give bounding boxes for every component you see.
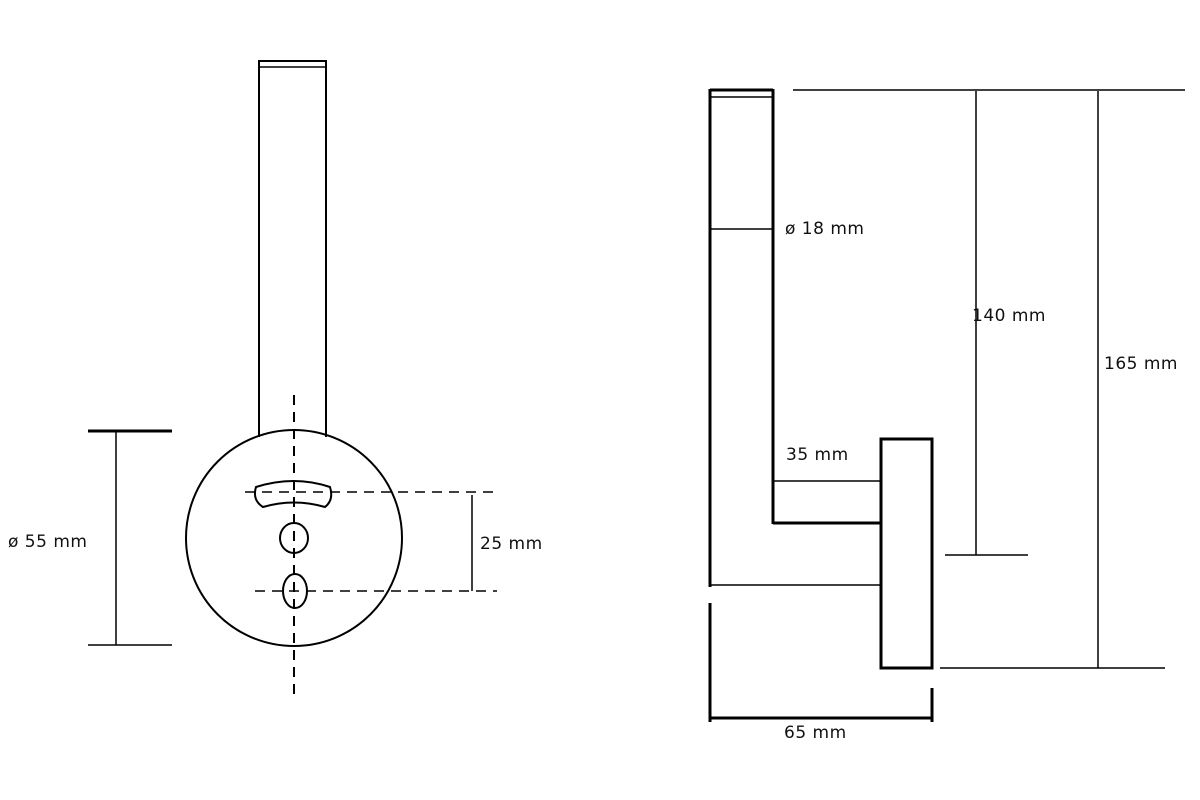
- arm-height-label: 140 mm: [972, 306, 1046, 326]
- rod-side: [708, 88, 881, 587]
- rod-front: [258, 60, 327, 437]
- height-dimensions: [793, 89, 1185, 669]
- depth-dimension: [708, 603, 934, 722]
- mounting-slot: [253, 480, 333, 509]
- hole-spacing-label: 25 mm: [480, 534, 543, 554]
- diameter-dimension: [88, 429, 172, 646]
- depth-label: 65 mm: [784, 723, 847, 743]
- diameter-label: ø 55 mm: [8, 532, 88, 552]
- wall-plate: [879, 437, 934, 670]
- total-height-label: 165 mm: [1104, 354, 1178, 374]
- front-view: [88, 60, 497, 700]
- side-view: [708, 88, 1185, 722]
- clearance-label: 35 mm: [786, 445, 849, 465]
- rod-diameter-label: ø 18 mm: [785, 219, 865, 239]
